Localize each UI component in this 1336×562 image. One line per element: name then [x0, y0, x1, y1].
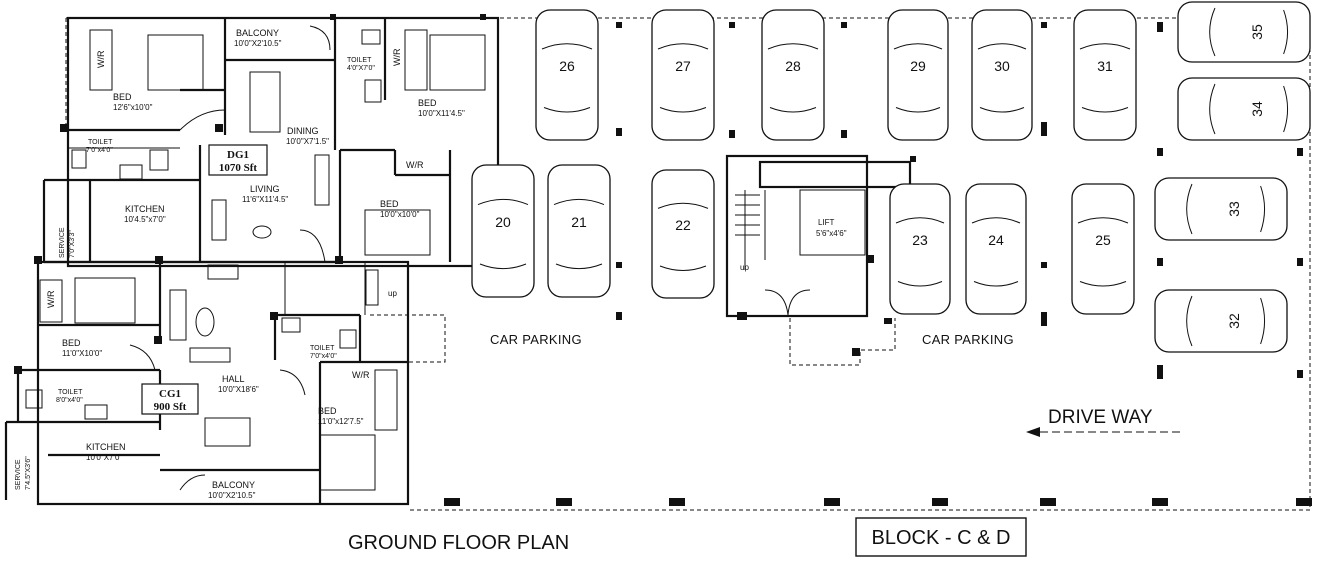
car-stall-23: 23	[889, 183, 951, 315]
plan-title: GROUND FLOOR PLAN	[348, 532, 569, 554]
unit-cg1-tag: CG1 900 Sft	[141, 383, 199, 415]
service-dg-dim: 7'0"X3'3"	[69, 230, 76, 258]
pillars	[14, 14, 1312, 506]
stall-number: 20	[495, 214, 511, 230]
bed-1-dim: 12'6"x10'0"	[113, 103, 153, 112]
parking-stalls: 20 21 22 23 24 25 26 27 28 29 30 31 32 33 34 35	[471, 1, 1311, 353]
block-label: BLOCK - C & D	[872, 527, 1011, 549]
stall-number: 27	[675, 58, 691, 74]
service-cg-dim: 7'4.5"X3'6"	[25, 456, 32, 490]
bed-4-dim: 11'0"X10'0"	[62, 349, 102, 358]
room-labels: BALCONY 10'0"X2'10.5" W/R W/R W/R W/R W/…	[15, 28, 465, 500]
stall-number: 24	[988, 232, 1004, 248]
drive-way-arrow	[1026, 427, 1180, 437]
stall-number: 35	[1249, 24, 1265, 40]
unit-cg1-walls	[4, 260, 410, 506]
car-stall-35: 35	[1177, 1, 1311, 63]
car-stall-28: 28	[761, 9, 825, 141]
balcony-top-label: BALCONY	[236, 28, 279, 38]
lift-dim: 5'6"x4'6"	[816, 229, 847, 238]
stall-number: 32	[1226, 313, 1242, 329]
hall-label: HALL	[222, 374, 245, 384]
stall-number: 23	[912, 232, 928, 248]
kitchen-dg-dim: 10'4.5"x7'0"	[124, 215, 166, 224]
car-stall-20: 20	[471, 164, 535, 298]
stall-number: 25	[1095, 232, 1111, 248]
balcony-bottom-dim: 10'0"X2'10.5"	[208, 491, 256, 500]
car-parking-label-1: CAR PARKING	[490, 332, 582, 347]
balcony-top-dim: 10'0"X2'10.5"	[234, 39, 282, 48]
bed-1-label: BED	[113, 92, 132, 102]
unit-cg1-area: 900 Sft	[154, 401, 187, 413]
stall-number: 33	[1226, 201, 1242, 217]
wr-3-label: W/R	[406, 160, 424, 170]
car-stall-24: 24	[965, 183, 1027, 315]
car-stall-26: 26	[535, 9, 599, 141]
car-stall-25: 25	[1071, 183, 1135, 315]
bed-2-dim: 10'0"X11'4.5"	[418, 109, 465, 118]
wr-1-label: W/R	[96, 50, 106, 68]
toilet-cg-r-dim: 7'0"x4'0"	[310, 353, 337, 360]
furniture	[25, 29, 486, 491]
car-stall-21: 21	[547, 164, 611, 298]
living-label: LIVING	[250, 184, 280, 194]
car-stall-27: 27	[651, 9, 715, 141]
unit-dg1-tag: DG1 1070 Sft	[208, 144, 268, 176]
car-stall-34: 34	[1177, 77, 1311, 141]
wr-2-label: W/R	[392, 48, 402, 66]
bed-5-dim: 11'0"x12'7.5"	[318, 417, 364, 426]
dining-label: DINING	[287, 126, 319, 136]
stall-number: 22	[675, 217, 691, 233]
site-boundary	[65, 17, 1311, 511]
bed-3-label: BED	[380, 199, 399, 209]
car-stall-33: 33	[1154, 177, 1288, 241]
lift-core	[365, 154, 912, 366]
hall-dim: 10'0"X18'6"	[218, 385, 259, 394]
kitchen-cg-label: KITCHEN	[86, 442, 126, 452]
unit-cg1-name: CG1	[159, 388, 181, 400]
kitchen-dg-label: KITCHEN	[125, 204, 165, 214]
stair-up-label-1: up	[740, 263, 749, 272]
toilet-top-label: TOILET	[347, 57, 372, 64]
block-tag: BLOCK - C & D	[855, 517, 1027, 557]
stall-number: 21	[571, 214, 587, 230]
car-stall-22: 22	[651, 169, 715, 299]
toilet-dg-label: TOILET	[88, 139, 113, 146]
stall-number: 28	[785, 58, 801, 74]
wr-5-label: W/R	[352, 370, 370, 380]
balcony-bottom-label: BALCONY	[212, 480, 255, 490]
wr-4-label: W/R	[46, 290, 56, 308]
drive-way-label: DRIVE WAY	[1048, 407, 1153, 428]
lift-label: LIFT	[818, 218, 835, 227]
toilet-cg-r-label: TOILET	[310, 345, 335, 352]
car-stall-32: 32	[1154, 289, 1288, 353]
living-dim: 11'6"X11'4.5"	[242, 195, 288, 204]
stair-up-label-2: up	[388, 289, 397, 298]
dining-dim: 10'0"X7'1.5"	[286, 137, 329, 146]
car-stall-30: 30	[971, 9, 1033, 141]
car-parking-label-2: CAR PARKING	[922, 332, 1014, 347]
unit-dg1-area: 1070 Sft	[219, 162, 258, 174]
bed-2-label: BED	[418, 98, 437, 108]
stall-number: 34	[1249, 101, 1265, 117]
kitchen-cg-dim: 10'0"X7'0"	[86, 453, 122, 462]
stall-number: 30	[994, 58, 1010, 74]
bed-3-dim: 10'0"x10'0"	[380, 210, 420, 219]
service-dg-label: SERVICE	[59, 227, 66, 258]
bed-4-label: BED	[62, 338, 81, 348]
unit-dg1-name: DG1	[227, 149, 249, 161]
service-cg-label: SERVICE	[15, 459, 22, 490]
unit-dg1-walls	[42, 16, 500, 268]
stall-number: 31	[1097, 58, 1113, 74]
toilet-top-dim: 4'0"X7'0"	[347, 65, 375, 72]
stall-number: 26	[559, 58, 575, 74]
stall-number: 29	[910, 58, 926, 74]
toilet-cg-l-label: TOILET	[58, 389, 83, 396]
toilet-dg-dim: 7'0"x4'0"	[86, 147, 113, 154]
bed-5-label: BED	[318, 406, 337, 416]
car-stall-31: 31	[1073, 9, 1137, 141]
toilet-cg-l-dim: 8'0"x4'0"	[56, 397, 83, 404]
car-stall-29: 29	[887, 9, 949, 141]
